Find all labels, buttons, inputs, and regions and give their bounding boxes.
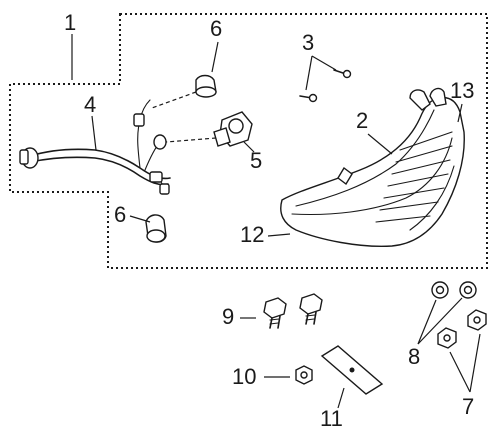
washers-part — [431, 281, 477, 299]
callout-2-label: 2 — [356, 108, 368, 133]
callout-4-label: 4 — [84, 92, 96, 117]
callout-3-leader-a — [311, 55, 337, 71]
callout-3-label: 3 — [302, 30, 314, 55]
callout-12-leader — [267, 233, 291, 237]
bulb-lower-part — [145, 214, 167, 243]
nut-part — [295, 365, 313, 385]
flange-nuts-part — [437, 309, 487, 349]
callout-11-leader — [337, 387, 345, 409]
callout-4-leader — [91, 115, 97, 151]
bulb-socket-part — [213, 111, 253, 147]
callout-13-leader — [457, 103, 463, 123]
bracket-plate-part — [320, 345, 384, 395]
callout-7-label: 7 — [462, 394, 474, 419]
callout-7-leader-a — [449, 351, 471, 393]
screws-part — [299, 69, 352, 103]
tail-light-assembly-part — [280, 87, 465, 248]
callout-6-upper-label: 6 — [210, 16, 222, 41]
callout-1-label: 1 — [64, 10, 76, 35]
callout-7-leader-b — [469, 333, 481, 393]
callout-13-label: 13 — [450, 78, 474, 103]
callout-12-label: 12 — [240, 222, 264, 247]
socket-dash-leader — [165, 137, 217, 143]
callout-8-label: 8 — [408, 344, 420, 369]
bolts-part — [263, 293, 323, 329]
assembly-boundary-dotted — [9, 13, 488, 269]
callout-2-leader — [367, 133, 393, 155]
callout-6-lower-label: 6 — [114, 202, 126, 227]
callout-8-leader-b — [417, 297, 463, 345]
callout-10-label: 10 — [232, 364, 256, 389]
callout-11-label: 11 — [320, 406, 343, 431]
callout-9-label: 9 — [222, 304, 234, 329]
callout-3-leader-b — [305, 55, 313, 91]
callout-8-leader-a — [417, 299, 437, 345]
callout-5-leader — [243, 141, 255, 153]
callout-5-label: 5 — [250, 148, 262, 173]
callout-6-lower-leader — [129, 215, 151, 223]
wiring-harness-part — [19, 99, 171, 195]
bulb-upper-dash-leader — [151, 91, 197, 109]
callout-6-upper-leader — [211, 41, 219, 73]
bulb-upper-part — [195, 74, 217, 98]
